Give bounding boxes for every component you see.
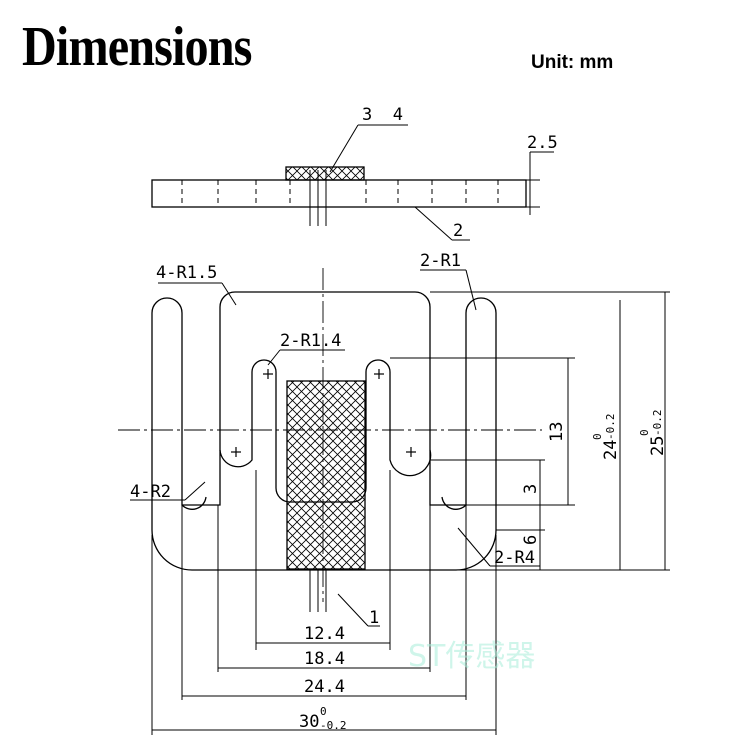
sensing-grid <box>286 380 366 570</box>
callout-thickness: 2.5 <box>527 133 558 153</box>
side-view-sensor-layer <box>285 166 365 181</box>
callout-parts-3-4: 3 4 <box>362 105 403 125</box>
side-view-hidden-lines <box>181 180 499 207</box>
dim-25-tol-upper: 0 <box>638 429 651 436</box>
side-view-plate <box>151 179 527 208</box>
callout-part-2: 2 <box>453 221 463 241</box>
dim-25: 25 <box>648 436 668 456</box>
callout-part-1: 1 <box>369 608 379 628</box>
dim-24-4: 24.4 <box>304 677 345 697</box>
callout-2-r1-4: 2-R1.4 <box>280 331 341 351</box>
dim-6: 6 <box>521 535 541 545</box>
unit-label: Unit: mm <box>531 52 614 73</box>
dim-12-4: 12.4 <box>304 624 345 644</box>
dim-30: 30 <box>299 712 319 732</box>
dim-24: 24 <box>601 440 621 460</box>
page-title: Dimensions <box>22 16 252 78</box>
dim-18-4: 18.4 <box>304 649 345 669</box>
dim-25-tol-lower: -0.2 <box>651 410 664 437</box>
callout-2-r1: 2-R1 <box>420 251 461 271</box>
horizontal-dimensions <box>151 470 497 735</box>
vertical-dimensions <box>390 291 670 571</box>
dim-30-tol-upper: 0 <box>320 705 327 718</box>
dim-30-tol-lower: -0.2 <box>320 719 347 732</box>
side-view <box>151 124 554 241</box>
callout-4-r2: 4-R2 <box>130 482 171 502</box>
dim-3: 3 <box>521 484 541 494</box>
callout-2-r4: 2-R4 <box>494 548 535 568</box>
leader-lines <box>130 269 540 627</box>
watermark: ST传感器 <box>408 639 535 674</box>
outer-contour <box>151 291 497 571</box>
dim-13: 13 <box>547 422 567 442</box>
callout-4-r1-5: 4-R1.5 <box>156 263 217 283</box>
dim-24-tol-lower: -0.2 <box>604 414 617 441</box>
reference-markers <box>231 369 416 457</box>
top-view <box>118 268 542 612</box>
dim-24-tol-upper: 0 <box>591 433 604 440</box>
